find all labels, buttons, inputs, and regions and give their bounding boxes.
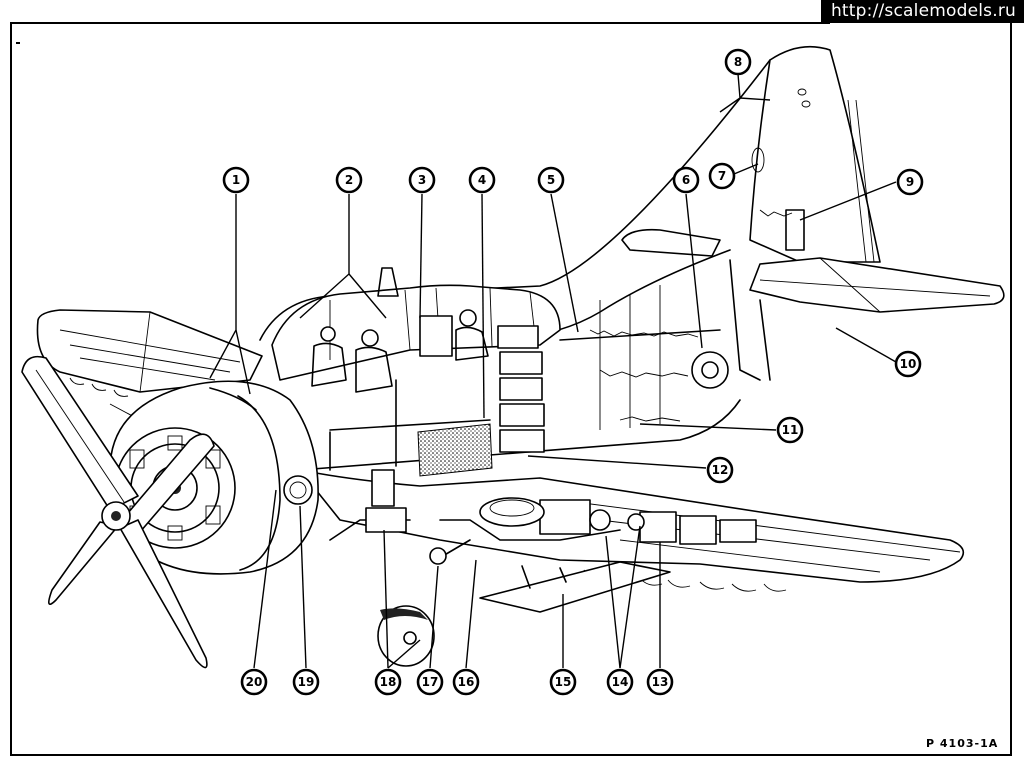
canister: [377, 605, 435, 667]
callout-7: 7: [708, 162, 736, 190]
callout-1: 1: [222, 166, 250, 194]
svg-text:5: 5: [547, 173, 555, 187]
svg-text:16: 16: [458, 675, 475, 689]
callout-2: 2: [335, 166, 363, 194]
callout-19: 19: [292, 668, 320, 696]
callout-4: 4: [468, 166, 496, 194]
callout-12: 12: [706, 456, 734, 484]
left-wing: [36, 309, 263, 421]
document-number: P 4103-1A: [926, 737, 999, 750]
svg-text:19: 19: [298, 675, 315, 689]
svg-text:15: 15: [555, 675, 572, 689]
callout-13: 13: [646, 668, 674, 696]
svg-text:9: 9: [906, 175, 914, 189]
watermark-url: http://scalemodels.ru: [820, 0, 1024, 23]
svg-text:18: 18: [380, 675, 397, 689]
callout-5: 5: [537, 166, 565, 194]
callout-9: 9: [896, 168, 924, 196]
callout-8: 8: [724, 48, 752, 76]
callout-10: 10: [894, 350, 922, 378]
callout-18: 18: [374, 668, 402, 696]
svg-text:12: 12: [712, 463, 729, 477]
svg-text:7: 7: [718, 169, 726, 183]
svg-text:4: 4: [478, 173, 486, 187]
propeller: [21, 355, 215, 669]
callout-11: 11: [776, 416, 804, 444]
page-border-right: [1010, 22, 1012, 756]
svg-text:1: 1: [232, 173, 240, 187]
svg-text:11: 11: [782, 423, 799, 437]
horizontal-stabilizers: [621, 228, 1005, 389]
svg-text:6: 6: [682, 173, 690, 187]
svg-text:20: 20: [246, 675, 263, 689]
equipment-boxes: [329, 315, 545, 477]
callout-3: 3: [408, 166, 436, 194]
canopy: [271, 267, 561, 393]
callout-markers: 1 2 3 4 5 6 7 8 9 10 11 12 13 14 15 16 1…: [222, 48, 924, 696]
svg-text:13: 13: [652, 675, 669, 689]
svg-text:8: 8: [734, 55, 742, 69]
page-border-top: [10, 22, 830, 24]
callout-6: 6: [672, 166, 700, 194]
svg-text:17: 17: [422, 675, 439, 689]
svg-text:2: 2: [345, 173, 353, 187]
callout-17: 17: [416, 668, 444, 696]
callout-16: 16: [452, 668, 480, 696]
svg-text:10: 10: [900, 357, 917, 371]
callout-14: 14: [606, 668, 634, 696]
callout-15: 15: [549, 668, 577, 696]
page-border: [10, 22, 1012, 756]
svg-text:3: 3: [418, 173, 426, 187]
leader-lines: [209, 73, 897, 669]
svg-text:14: 14: [612, 675, 629, 689]
vertical-tail: [749, 45, 881, 263]
right-wing: [299, 469, 965, 613]
callout-20: 20: [240, 668, 268, 696]
